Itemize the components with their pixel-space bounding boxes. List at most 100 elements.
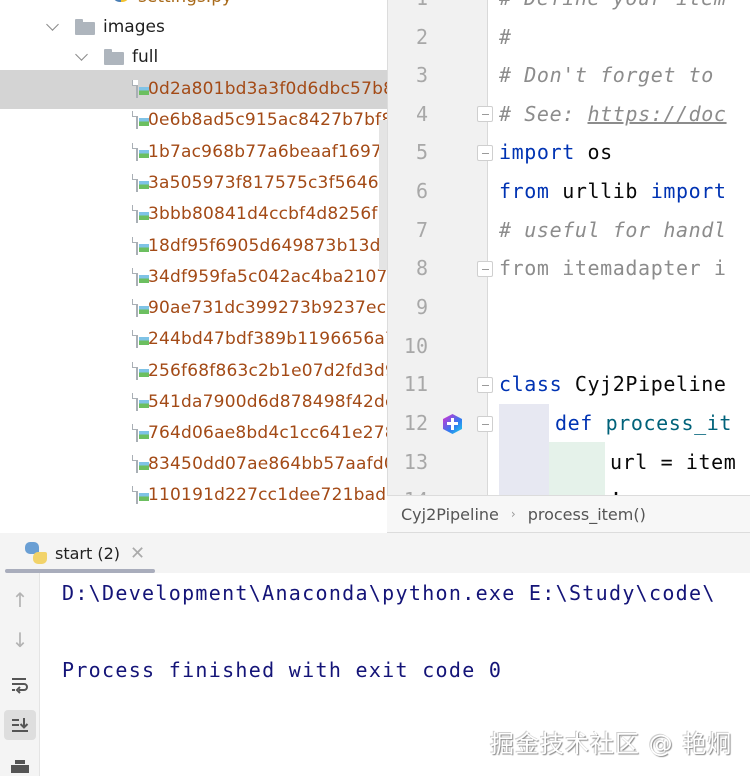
image-file-icon [132, 330, 149, 349]
file-name: 541da7900d6d878498f42de [148, 392, 387, 413]
file-name: 1b7ac968b77a6beaaf16970c [148, 142, 387, 163]
console-output[interactable]: D:\Development\Anaconda\python.exe E:\St… [41, 573, 750, 776]
keyword: class [499, 372, 563, 396]
tree-scrollbar[interactable] [379, 120, 387, 270]
active-tab-indicator [5, 569, 155, 573]
run-tab-bar: start (2) ✕ [0, 533, 750, 573]
line-number: 11 [403, 372, 428, 396]
editor-gutter: 1 2 3 4 5 6 7 8 9 10 11 12 13 14 [388, 0, 488, 495]
line-number: 14 [388, 488, 428, 495]
file-name: 3bbb80841d4ccbf4d8256f1 [148, 204, 387, 225]
arrow-down-icon[interactable]: ↓ [11, 628, 29, 652]
code-line: # useful for handl [499, 218, 727, 242]
image-file-icon [132, 268, 149, 287]
scroll-to-end-icon[interactable] [4, 710, 36, 740]
line-number: 7 [415, 218, 428, 242]
chevron-right-icon: › [510, 507, 516, 521]
python-file-icon [112, 0, 130, 3]
console-line: Process finished with exit code 0 [62, 658, 503, 682]
tree-file-item[interactable]: 244bd47bdf389b1196656a7 [0, 320, 387, 359]
arrow-up-icon[interactable]: ↑ [11, 588, 29, 612]
close-icon[interactable]: ✕ [130, 542, 146, 564]
fold-marker-icon[interactable] [477, 106, 493, 122]
folder-icon [75, 19, 95, 36]
fold-marker-icon[interactable] [477, 261, 493, 277]
run-tab-start[interactable]: start (2) ✕ [5, 533, 155, 573]
tree-file-item[interactable]: 0d2a801bd3a3f0d6dbc57b8 [0, 70, 387, 109]
code-line: . [610, 476, 623, 495]
image-file-icon [132, 80, 149, 99]
comment-text: # See: [499, 102, 588, 126]
tree-file-item[interactable]: 110191d227cc1dee721badc [0, 476, 387, 515]
tree-file-item[interactable]: 1b7ac968b77a6beaaf16970c [0, 133, 387, 172]
file-name: 83450dd07ae864bb57aafd0 [148, 454, 387, 475]
file-name: 244bd47bdf389b1196656a7 [148, 329, 387, 350]
image-file-icon [132, 362, 149, 381]
line-number: 12 [403, 411, 428, 435]
fold-marker-icon[interactable] [477, 377, 493, 393]
tree-folder-full[interactable]: full [0, 38, 387, 77]
chevron-down-icon[interactable] [74, 49, 90, 65]
image-file-icon [132, 143, 149, 162]
tab-label: start (2) [55, 543, 121, 563]
file-name: 3a505973f817575c3f5646c7 [148, 173, 387, 194]
tree-item-label: settings.py [138, 0, 232, 7]
identifier: os [574, 140, 613, 164]
code-line: class Cyj2Pipeline [499, 372, 727, 396]
code-line: def process_it [555, 411, 732, 435]
tree-file-item[interactable]: 256f68f863c2b1e07d2fd3d9 [0, 352, 387, 391]
tree-folder-images[interactable]: images [0, 8, 387, 47]
image-file-icon [132, 205, 149, 224]
code-line: from itemadapter i [499, 256, 727, 280]
chevron-down-icon[interactable] [45, 19, 61, 35]
line-number: 5 [415, 140, 428, 164]
code-editor[interactable]: 1 2 3 4 5 6 7 8 9 10 11 12 13 14 # Defin… [387, 0, 750, 495]
breadcrumb-item-method[interactable]: process_item() [527, 504, 646, 524]
project-tree: settings.py images full 0d2a801bd3a3f0d6… [0, 0, 387, 515]
fold-marker-icon[interactable] [477, 416, 493, 432]
file-name: 34df959fa5c042ac4ba21071 [148, 267, 387, 288]
run-toolbar: ↑ ↓ [0, 573, 40, 776]
image-file-icon [132, 111, 149, 130]
line-number: 6 [415, 179, 428, 203]
file-name: 110191d227cc1dee721badc [148, 485, 387, 506]
doc-link[interactable]: https://doc [587, 102, 727, 126]
soft-wrap-icon[interactable] [4, 670, 36, 700]
image-file-icon [132, 174, 149, 193]
tree-file-item[interactable]: 0e6b8ad5c915ac8427b7bf8a [0, 101, 387, 140]
python-icon [25, 542, 47, 564]
print-icon[interactable] [4, 753, 36, 776]
tree-file-item[interactable]: 764d06ae8bd4c1cc641e278 [0, 414, 387, 453]
tree-file-item[interactable]: 18df95f6905d649873b13db [0, 227, 387, 266]
watermark: 掘金技术社区 @ 艳炯 [490, 730, 733, 758]
code-line: url = item [610, 450, 737, 474]
code-line: # [499, 25, 512, 49]
tree-file-item[interactable]: 34df959fa5c042ac4ba21071 [0, 258, 387, 297]
image-file-icon [132, 393, 149, 412]
tree-file-item[interactable]: 541da7900d6d878498f42de [0, 383, 387, 422]
ai-assistant-icon[interactable] [443, 414, 462, 434]
image-file-icon [132, 424, 149, 443]
line-number: 2 [415, 25, 428, 49]
folder-icon [104, 49, 124, 66]
file-name: 90ae731dc399273b9237ec9 [148, 298, 387, 319]
tree-file-item[interactable]: 3bbb80841d4ccbf4d8256f1 [0, 195, 387, 234]
indent-guide [549, 442, 605, 495]
keyword: def [555, 411, 593, 435]
tree-file-item[interactable]: 83450dd07ae864bb57aafd0 [0, 445, 387, 484]
file-name: 18df95f6905d649873b13db [148, 236, 387, 257]
code-line: # See: https://doc [499, 102, 727, 126]
line-number: 10 [403, 334, 428, 358]
breadcrumb-item-class[interactable]: Cyj2Pipeline [401, 504, 499, 524]
tree-file-item[interactable]: 3a505973f817575c3f5646c7 [0, 164, 387, 203]
tree-file-item[interactable]: 90ae731dc399273b9237ec9 [0, 289, 387, 328]
tree-file-item[interactable]: 1772747e1409b5a6dd2d2d [0, 507, 387, 515]
console-line: D:\Development\Anaconda\python.exe E:\St… [62, 581, 716, 605]
tree-item-settings[interactable]: settings.py [0, 0, 387, 17]
fold-marker-icon[interactable] [477, 145, 493, 161]
identifier: urllib [549, 179, 651, 203]
folder-label: images [103, 17, 165, 38]
code-line: # Don't forget to [499, 63, 714, 87]
line-number: 9 [415, 295, 428, 319]
code-line: import os [499, 140, 613, 164]
